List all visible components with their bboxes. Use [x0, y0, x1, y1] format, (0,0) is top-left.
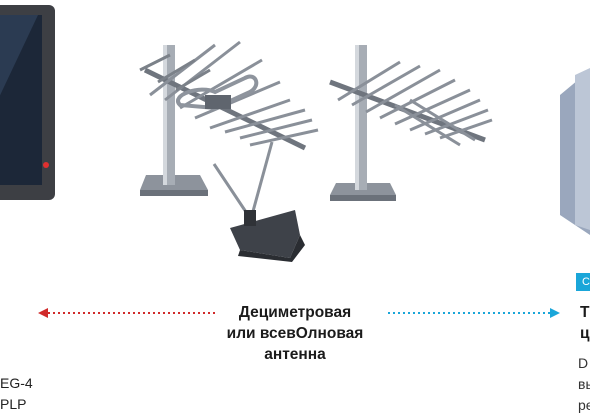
left-arrow	[38, 308, 218, 318]
right-body-line-2: вы	[578, 376, 590, 392]
right-title-line-2: ц	[580, 325, 590, 342]
right-arrow	[388, 308, 560, 318]
log-periodic-antenna-icon	[139, 40, 319, 196]
tv-set-icon	[0, 5, 55, 200]
caption-line-1: Дециметровая	[238, 304, 352, 321]
uhf-antenna-icon	[329, 45, 493, 201]
left-text-fragment: EG-4 PLP	[0, 373, 33, 415]
right-title-fragment: Т ц	[580, 302, 590, 344]
right-body-fragment: D вы ре	[578, 353, 590, 416]
right-title-line-1: Т	[580, 304, 590, 321]
right-body-line-1: D	[578, 355, 589, 371]
right-body-line-3: ре	[578, 397, 590, 413]
room-antenna-icon	[212, 141, 305, 262]
antenna-caption: Дециметровая или всевОлновая антенна	[200, 302, 390, 365]
left-line-1: EG-4	[0, 375, 33, 391]
badge: С	[576, 273, 590, 291]
receiver-device-icon	[560, 68, 590, 235]
left-line-2: PLP	[0, 396, 27, 412]
caption-line-2: или всевОлновая	[226, 325, 364, 342]
caption-line-3: антенна	[264, 346, 326, 363]
